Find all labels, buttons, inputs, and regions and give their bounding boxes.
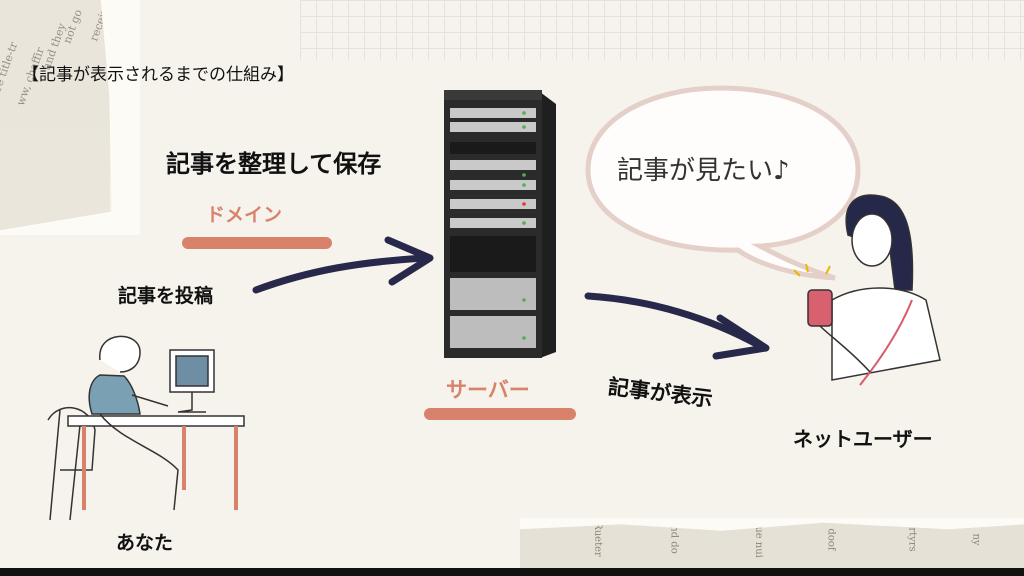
you-label: あなた — [116, 532, 174, 554]
net-user-illustration — [793, 194, 941, 386]
net-user-label: ネットユーザー — [793, 427, 933, 451]
domain-label: ドメイン — [206, 204, 283, 226]
arrow-to-user — [584, 292, 770, 360]
grid-paper-background — [300, 0, 1024, 60]
post-article-label: 記事を投稿 — [118, 285, 214, 307]
person-at-desk-illustration — [47, 335, 245, 521]
arrow-to-server — [252, 236, 434, 294]
bottom-frame-edge — [0, 568, 1024, 576]
server-underline — [424, 408, 576, 420]
newspaper-scrap-bottom-right: Rueter nd do sue nui doof rtyrs ny — [520, 520, 1024, 576]
server-label: サーバー — [446, 378, 530, 402]
speech-bubble-text: 記事が見たい♪ — [617, 156, 790, 186]
speech-bubble — [585, 85, 861, 281]
page-heading: 【記事が表示されるまでの仕組み】 — [22, 65, 294, 85]
server-rack-icon — [444, 90, 556, 358]
save-articles-label: 記事を整理して保存 — [166, 150, 382, 178]
domain-underline — [182, 237, 332, 249]
newspaper-scrap-top-left: re title-tr ww, chaffir and they not go … — [0, 0, 113, 230]
